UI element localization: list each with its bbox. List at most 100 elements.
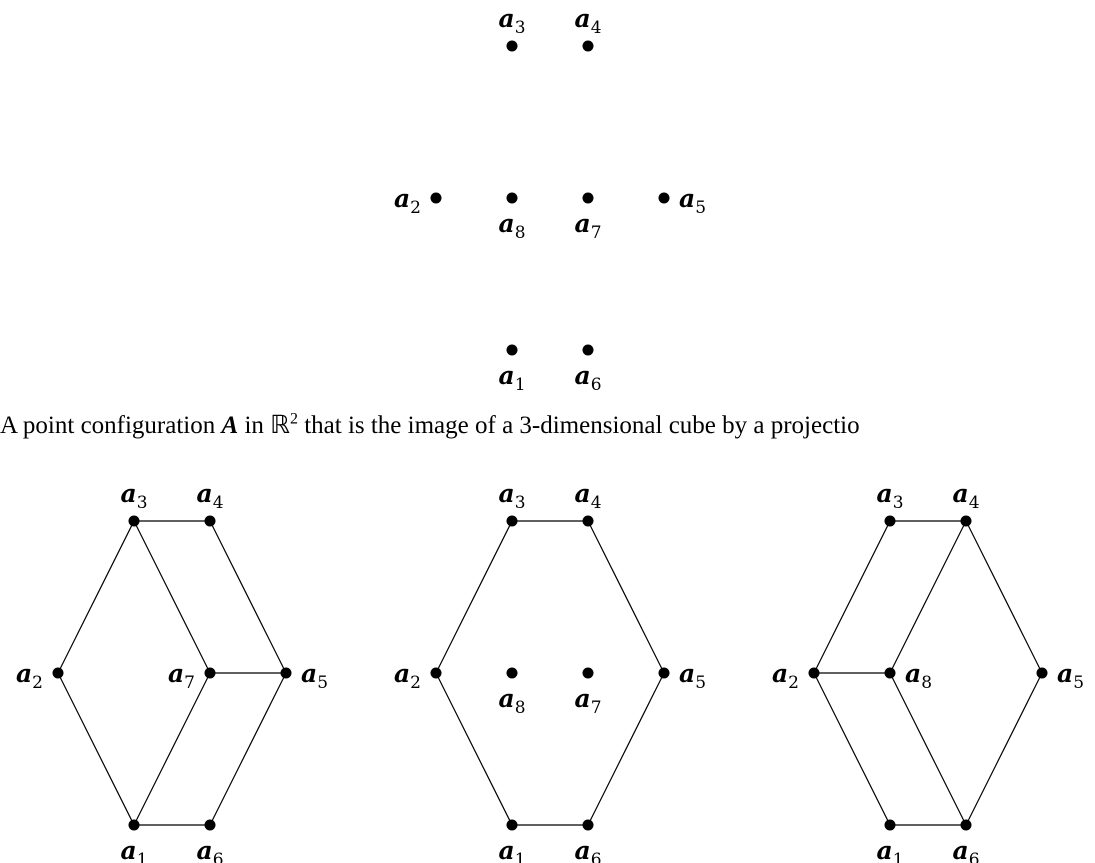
vertex-label-symbol: a (574, 361, 590, 390)
vertex-dot-a1 (128, 819, 140, 831)
vertex-dot-a3 (506, 40, 518, 52)
vertex-label-symbol: a (574, 4, 590, 33)
vertex-label-symbol: a (498, 4, 514, 33)
vertex-label-index: 5 (695, 198, 706, 218)
vertex-label-a7: a7 (574, 684, 601, 718)
edge-a5-a6 (587, 672, 665, 826)
edge-a2-a1 (57, 672, 135, 826)
vertex-label-symbol: a (772, 659, 788, 688)
vertex-label-a5: a5 (679, 184, 706, 218)
vertex-label-index: 8 (515, 223, 526, 243)
vertex-label-symbol: a (574, 479, 590, 508)
vertex-label-index: 1 (137, 850, 148, 863)
vertex-dot-a4 (204, 515, 216, 527)
vertex-label-index: 4 (591, 18, 602, 38)
vertex-label-index: 1 (515, 375, 526, 395)
vertex-label-a7: a7 (168, 659, 195, 693)
vertex-dot-a1 (506, 344, 518, 356)
edge-a5-a6 (965, 672, 1043, 826)
vertex-label-a6: a6 (574, 361, 601, 395)
vertex-label-index: 3 (515, 18, 526, 38)
edge-a3-a2 (57, 520, 135, 674)
vertex-label-index: 1 (515, 850, 526, 863)
vertex-label-index: 6 (969, 850, 980, 863)
vertex-dot-a4 (582, 515, 594, 527)
vertex-label-index: 8 (515, 698, 526, 718)
vertex-label-symbol: a (876, 479, 892, 508)
vertex-label-a5: a5 (301, 659, 328, 693)
edge-a4-a8 (889, 520, 967, 674)
vertex-label-a2: a2 (772, 659, 799, 693)
vertex-dot-a2 (52, 667, 64, 679)
vertex-label-symbol: a (679, 659, 695, 688)
vertex-label-symbol: a (498, 479, 514, 508)
vertex-label-index: 6 (591, 375, 602, 395)
vertex-label-a4: a4 (574, 479, 601, 513)
vertex-label-symbol: a (952, 836, 968, 863)
vertex-label-symbol: a (196, 479, 212, 508)
vertex-dot-a4 (582, 40, 594, 52)
vertex-label-a8: a8 (498, 209, 525, 243)
vertex-label-index: 4 (969, 493, 980, 513)
vertex-label-a5: a5 (679, 659, 706, 693)
vertex-label-symbol: a (574, 836, 590, 863)
vertex-label-symbol: a (16, 659, 32, 688)
edge-a3-a2 (435, 520, 513, 674)
vertex-dot-a2 (430, 192, 442, 204)
vertex-label-a6: a6 (196, 836, 223, 863)
caption-text-3: that is the image of a 3-dimensional cub… (297, 412, 860, 439)
vertex-dot-a6 (582, 819, 594, 831)
caption-reals: ℝ (270, 412, 290, 439)
vertex-dot-a3 (884, 515, 896, 527)
vertex-label-symbol: a (905, 659, 921, 688)
edge-a5-a6 (209, 672, 287, 826)
edge-a3-a2 (813, 520, 891, 674)
vertex-label-symbol: a (574, 209, 590, 238)
vertex-label-index: 7 (184, 673, 195, 693)
caption-text-2: in (238, 412, 271, 439)
vertex-label-index: 4 (591, 493, 602, 513)
vertex-label-a1: a1 (876, 836, 903, 863)
vertex-label-symbol: a (574, 684, 590, 713)
vertex-dot-a7 (204, 667, 216, 679)
vertex-dot-a2 (808, 667, 820, 679)
vertex-label-index: 2 (410, 198, 421, 218)
vertex-label-symbol: a (679, 184, 695, 213)
vertex-dot-a6 (204, 819, 216, 831)
vertex-dot-a5 (658, 667, 670, 679)
vertex-label-index: 2 (32, 673, 43, 693)
edge-a2-a1 (435, 672, 513, 826)
vertex-label-symbol: a (952, 479, 968, 508)
edge-a3-a7 (133, 520, 211, 674)
vertex-dot-a8 (884, 667, 896, 679)
vertex-label-index: 3 (515, 493, 526, 513)
vertex-label-a3: a3 (498, 4, 525, 38)
edge-a2-a1 (813, 672, 891, 826)
vertex-label-a8: a8 (498, 684, 525, 718)
vertex-label-symbol: a (498, 361, 514, 390)
vertex-label-symbol: a (394, 184, 410, 213)
vertex-label-index: 5 (317, 673, 328, 693)
vertex-label-symbol: a (394, 659, 410, 688)
vertex-dot-a7 (582, 667, 594, 679)
vertex-label-symbol: a (1057, 659, 1073, 688)
vertex-label-a2: a2 (16, 659, 43, 693)
vertex-label-index: 3 (137, 493, 148, 513)
vertex-label-a1: a1 (498, 836, 525, 863)
vertex-label-index: 4 (213, 493, 224, 513)
edge-a4-a5 (209, 520, 287, 674)
vertex-label-symbol: a (168, 659, 184, 688)
vertex-label-index: 2 (788, 673, 799, 693)
vertex-label-index: 8 (921, 673, 932, 693)
vertex-label-a3: a3 (876, 479, 903, 513)
vertex-dot-a7 (582, 192, 594, 204)
vertex-dot-a6 (960, 819, 972, 831)
vertex-label-a4: a4 (574, 4, 601, 38)
vertex-dot-a1 (506, 819, 518, 831)
vertex-label-index: 7 (591, 223, 602, 243)
edge-a8-a6 (889, 672, 967, 826)
